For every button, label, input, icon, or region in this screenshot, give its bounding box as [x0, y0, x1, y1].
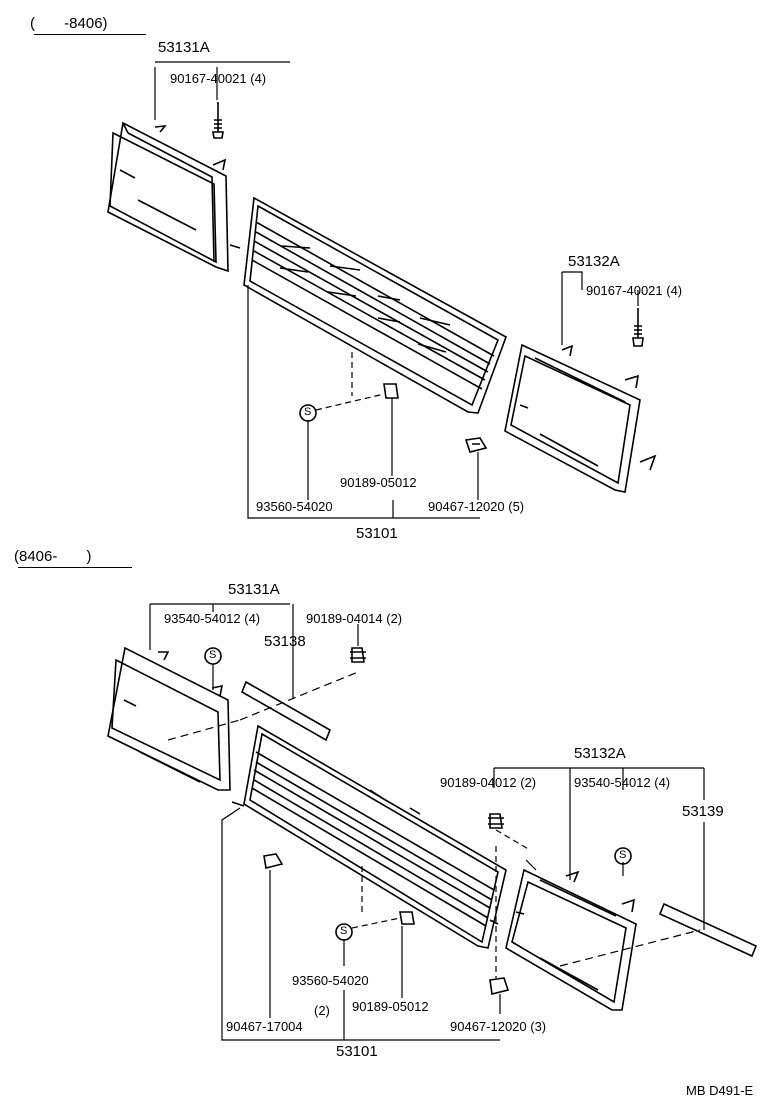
upper-clip-right [464, 437, 488, 453]
label-lower-s-part: 93560-54020 [292, 973, 369, 988]
lower-right-headlamp-bracket [505, 868, 637, 1011]
label-lower-clip-bottom-right: 90467-12020 (3) [450, 1019, 547, 1034]
lower-left-headlamp-bracket [107, 646, 231, 791]
diagram-code: MB D491-E [686, 1083, 754, 1098]
label-lower-grille: 53101 [336, 1043, 378, 1060]
label-upper-clip-right: 90467-12020 (5) [428, 499, 525, 514]
lower-clip-bottom-right [489, 977, 510, 995]
section-upper-range: ( -8406) [30, 16, 108, 31]
label-upper-grille: 53101 [356, 525, 398, 542]
upper-clip-center [383, 383, 399, 399]
lower-clip-center [399, 911, 415, 925]
label-lower-bracket-left: 53131A [228, 581, 280, 598]
label-upper-screw-right: 90167-40021 (4) [586, 283, 683, 298]
label-upper-bracket-left: 53131A [158, 39, 210, 56]
label-upper-clip-center: 90189-05012 [340, 475, 417, 490]
lower-clip-bottom-left [263, 853, 284, 869]
s-symbol: S [209, 649, 217, 661]
s-symbol: S [619, 849, 627, 861]
section-lower-range-text: (8406- ) [14, 548, 92, 565]
label-lower-clip-bottom-left-qty: (2) [314, 1003, 330, 1018]
s-symbol: S [340, 925, 348, 937]
upper-left-headlamp-bracket [107, 121, 229, 273]
upper-leaders [154, 61, 639, 519]
label-lower-s-part-left: 93540-54012 (4) [164, 611, 261, 626]
lower-leaders [149, 603, 705, 1041]
lower-molding-right [658, 902, 758, 958]
upper-screw-right [632, 308, 644, 347]
lower-s-marks [204, 647, 632, 941]
section-upper-underline [34, 34, 146, 35]
label-lower-molding-right: 53139 [682, 803, 724, 820]
label-lower-molding-left: 53138 [264, 633, 306, 650]
upper-right-headlamp-bracket [504, 343, 657, 493]
label-lower-clip-center: 90189-05012 [352, 999, 429, 1014]
label-upper-s-part: 93560-54020 [256, 499, 333, 514]
lower-molding-left [240, 680, 332, 742]
label-lower-bracket-right: 53132A [574, 745, 626, 762]
label-lower-clip-left-top: 90189-04014 (2) [306, 611, 403, 626]
label-upper-bracket-right: 53132A [568, 253, 620, 270]
label-lower-s-part-right: 93540-54012 (4) [574, 775, 671, 790]
lower-grille [231, 724, 507, 949]
lower-clip-right-top [488, 813, 504, 829]
label-lower-clip-right-top: 90189-04012 (2) [440, 775, 537, 790]
section-lower-underline [18, 567, 132, 568]
lower-clip-left-top [350, 647, 366, 663]
upper-s-mark [299, 404, 317, 422]
section-lower-range: (8406- ) [14, 549, 92, 564]
label-lower-clip-bottom-left: 90467-17004 [226, 1019, 303, 1034]
upper-grille [229, 196, 507, 414]
section-upper-range-text: ( -8406) [30, 15, 108, 32]
upper-screw-left [212, 102, 224, 139]
label-upper-screw-left: 90167-40021 (4) [170, 71, 267, 86]
s-symbol: S [304, 406, 312, 418]
